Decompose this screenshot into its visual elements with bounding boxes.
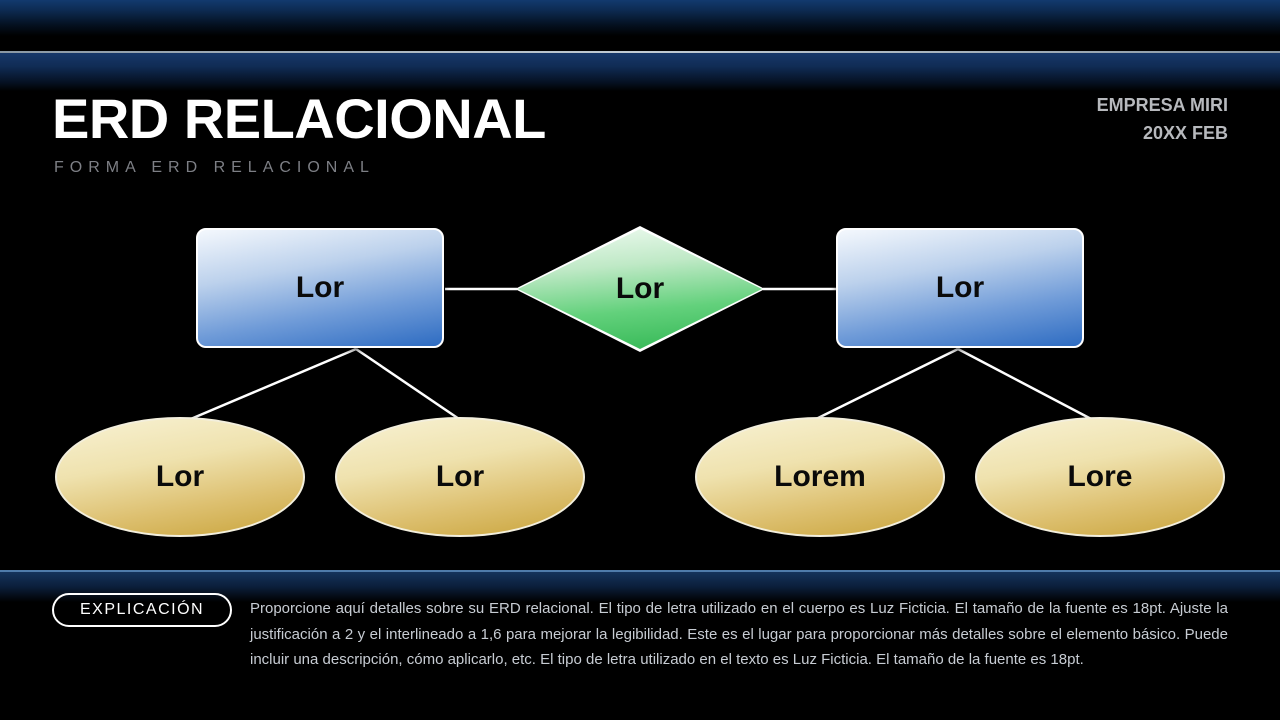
- attribute-ellipse-3[interactable]: Lorem: [695, 417, 945, 537]
- attribute-3-label: Lorem: [774, 460, 866, 493]
- page-title: ERD RELACIONAL: [52, 87, 546, 150]
- entity-box-right[interactable]: Lor: [836, 228, 1084, 348]
- footer-divider-line: [0, 570, 1280, 572]
- second-gradient-bar: [0, 53, 1280, 91]
- relationship-diamond-fill: Lor: [518, 229, 762, 349]
- attribute-2-label: Lor: [435, 460, 485, 493]
- bottom-gradient-bar: [115, 706, 705, 720]
- relationship-diamond[interactable]: Lor: [515, 226, 765, 352]
- slide-date: 20XX FEB: [1142, 123, 1228, 143]
- attribute-ellipse-2[interactable]: Lor: [335, 417, 585, 537]
- attribute-4-label: Lore: [1067, 460, 1133, 493]
- explanation-paragraph: Proporcione aquí detalles sobre su ERD r…: [250, 600, 1228, 668]
- attribute-ellipse-1[interactable]: Lor: [55, 417, 305, 537]
- header-meta: EMPRESA MIRI 20XX FEB: [1097, 91, 1228, 147]
- entity-right-label: Lor: [935, 271, 985, 304]
- top-divider-line: [0, 51, 1280, 53]
- top-gradient-bar: [0, 0, 1280, 36]
- page-subtitle: FORMA ERD RELACIONAL: [54, 159, 375, 176]
- company-name: EMPRESA MIRI: [1096, 95, 1228, 115]
- entity-left-label: Lor: [295, 271, 345, 304]
- explanation-badge[interactable]: EXPLICACIÓN: [52, 593, 233, 627]
- entity-box-left[interactable]: Lor: [196, 228, 444, 348]
- relationship-label: Lor: [615, 272, 665, 305]
- attribute-ellipse-4[interactable]: Lore: [975, 417, 1225, 537]
- attribute-1-label: Lor: [155, 460, 205, 493]
